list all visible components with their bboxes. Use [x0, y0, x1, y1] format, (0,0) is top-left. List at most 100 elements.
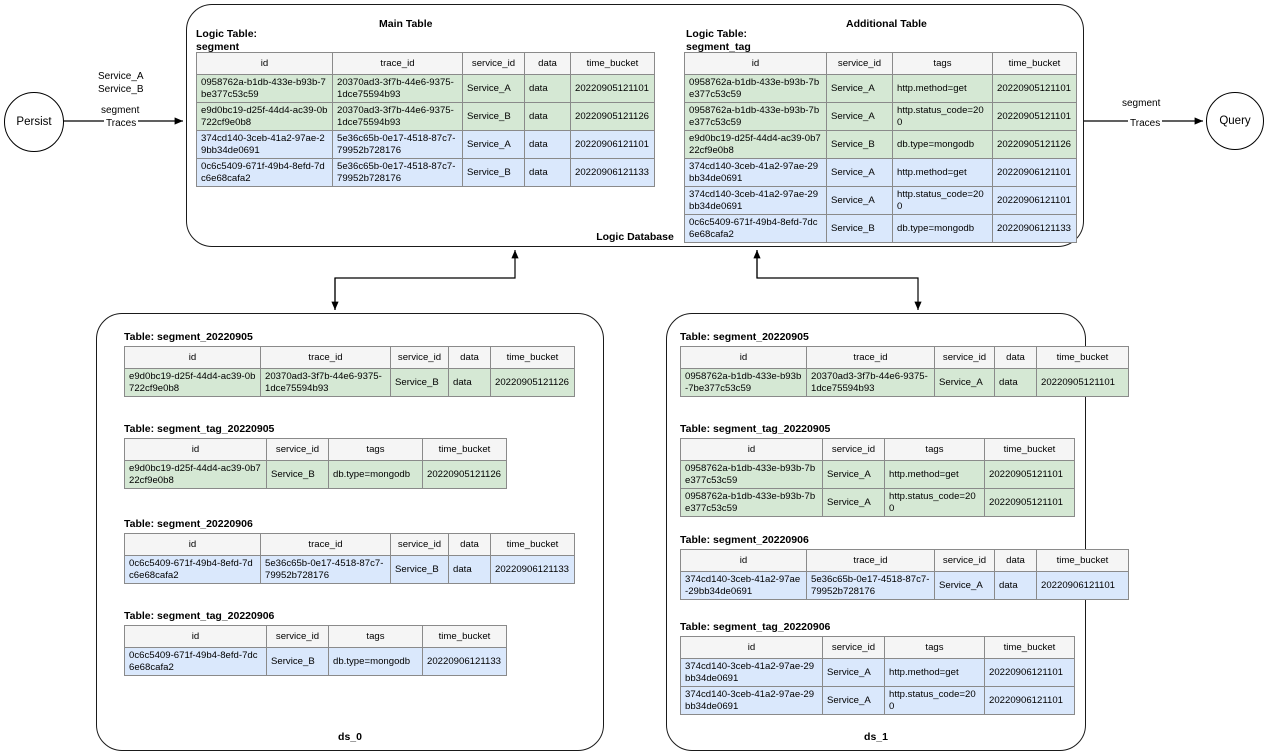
ds1-table-1-caption: Table: segment_tag_20220905 — [680, 423, 831, 435]
persist-node[interactable]: Persist — [4, 92, 64, 152]
ds1-footer-label: ds_1 — [864, 731, 888, 743]
table-cell-service_id: Service_A — [822, 488, 885, 517]
table-cell-id: 0c6c5409-671f-49b4-8efd-7dc6e68cafa2 — [124, 555, 261, 584]
column-header: time_bucket — [992, 52, 1077, 75]
table-cell-service_id: Service_A — [826, 102, 893, 131]
table-cell-tags: db.type=mongodb — [328, 647, 423, 676]
table-cell-time_bucket: 20220906121101 — [984, 658, 1075, 687]
table-cell-service_id: Service_A — [934, 368, 995, 397]
table-cell-tags: db.type=mongodb — [892, 130, 993, 159]
column-header: service_id — [462, 52, 525, 75]
column-header: trace_id — [332, 52, 463, 75]
table-cell-id: 374cd140-3ceb-41a2-97ae-29bb34de0691 — [680, 686, 823, 715]
table-cell-time_bucket: 20220906121101 — [1036, 571, 1129, 600]
column-header: trace_id — [806, 346, 935, 369]
table-cell-time_bucket: 20220905121126 — [490, 368, 575, 397]
column-header: data — [994, 549, 1037, 572]
table-cell-time_bucket: 20220905121101 — [570, 74, 655, 103]
table-cell-id: 0958762a-b1db-433e-b93b-7be377c53c59 — [680, 460, 823, 489]
main-table-heading: Main Table — [379, 18, 433, 30]
table-cell-tags: http.method=get — [884, 658, 985, 687]
ds0-table-1-caption: Table: segment_tag_20220905 — [124, 423, 275, 435]
ds0-table-0-caption: Table: segment_20220905 — [124, 331, 253, 343]
table-cell-id: 0958762a-b1db-433e-b93b-7be377c53c59 — [196, 74, 333, 103]
table-cell-data: data — [994, 571, 1037, 600]
edge-label-traces-right: Traces — [1128, 118, 1163, 129]
table-cell-service_id: Service_A — [826, 186, 893, 215]
table-cell-id: e9d0bc19-d25f-44d4-ac39-0b722cf9e0b8 — [124, 460, 267, 489]
edge-ds1-down — [756, 250, 922, 310]
query-node[interactable]: Query — [1206, 92, 1264, 150]
table-cell-time_bucket: 20220906121133 — [570, 158, 655, 187]
table-cell-id: 0c6c5409-671f-49b4-8efd-7dc6e68cafa2 — [124, 647, 267, 676]
column-header: data — [994, 346, 1037, 369]
column-header: tags — [328, 625, 423, 648]
table-cell-id: 0958762a-b1db-433e-b93b-7be377c53c59 — [680, 488, 823, 517]
column-header: service_id — [822, 438, 885, 461]
column-header: service_id — [934, 549, 995, 572]
table-cell-tags: http.status_code=200 — [884, 686, 985, 715]
table-cell-trace_id: 20370ad3-3f7b-44e6-9375-1dce75594b93 — [332, 74, 463, 103]
table-cell-trace_id: 5e36c65b-0e17-4518-87c7-79952b728176 — [260, 555, 391, 584]
column-header: time_bucket — [570, 52, 655, 75]
table-cell-time_bucket: 20220905121126 — [570, 102, 655, 131]
table-cell-trace_id: 20370ad3-3f7b-44e6-9375-1dce75594b93 — [332, 102, 463, 131]
column-header: data — [524, 52, 571, 75]
table-cell-id: e9d0bc19-d25f-44d4-ac39-0b722cf9e0b8 — [124, 368, 261, 397]
table-cell-data: data — [524, 74, 571, 103]
table-cell-time_bucket: 20220905121101 — [1036, 368, 1129, 397]
column-header: service_id — [822, 636, 885, 659]
table-cell-time_bucket: 20220906121101 — [570, 130, 655, 159]
table-cell-id: 374cd140-3ceb-41a2-97ae-29bb34de0691 — [680, 571, 807, 600]
additional-logic-table-name: segment_tag — [686, 41, 751, 53]
table-cell-service_id: Service_A — [826, 158, 893, 187]
table-cell-service_id: Service_A — [822, 686, 885, 715]
table-cell-tags: http.method=get — [892, 74, 993, 103]
column-header: service_id — [934, 346, 995, 369]
table-cell-time_bucket: 20220906121133 — [490, 555, 575, 584]
table-cell-time_bucket: 20220906121101 — [992, 158, 1077, 187]
table-cell-id: e9d0bc19-d25f-44d4-ac39-0b722cf9e0b8 — [684, 130, 827, 159]
column-header: time_bucket — [490, 533, 575, 556]
table-cell-trace_id: 5e36c65b-0e17-4518-87c7-79952b728176 — [332, 158, 463, 187]
table-cell-service_id: Service_B — [266, 460, 329, 489]
table-cell-id: 374cd140-3ceb-41a2-97ae-29bb34de0691 — [684, 158, 827, 187]
table-cell-service_id: Service_B — [266, 647, 329, 676]
table-cell-time_bucket: 20220905121101 — [984, 488, 1075, 517]
table-cell-service_id: Service_B — [462, 158, 525, 187]
table-cell-service_id: Service_A — [822, 658, 885, 687]
column-header: id — [124, 625, 267, 648]
table-cell-trace_id: 20370ad3-3f7b-44e6-9375-1dce75594b93 — [260, 368, 391, 397]
table-cell-id: 374cd140-3ceb-41a2-97ae-29bb34de0691 — [684, 186, 827, 215]
table-cell-tags: http.status_code=200 — [892, 102, 993, 131]
main-logic-table-name: segment — [196, 41, 240, 53]
persist-node-label: Persist — [16, 116, 52, 128]
column-header: data — [448, 533, 491, 556]
column-header: id — [124, 533, 261, 556]
